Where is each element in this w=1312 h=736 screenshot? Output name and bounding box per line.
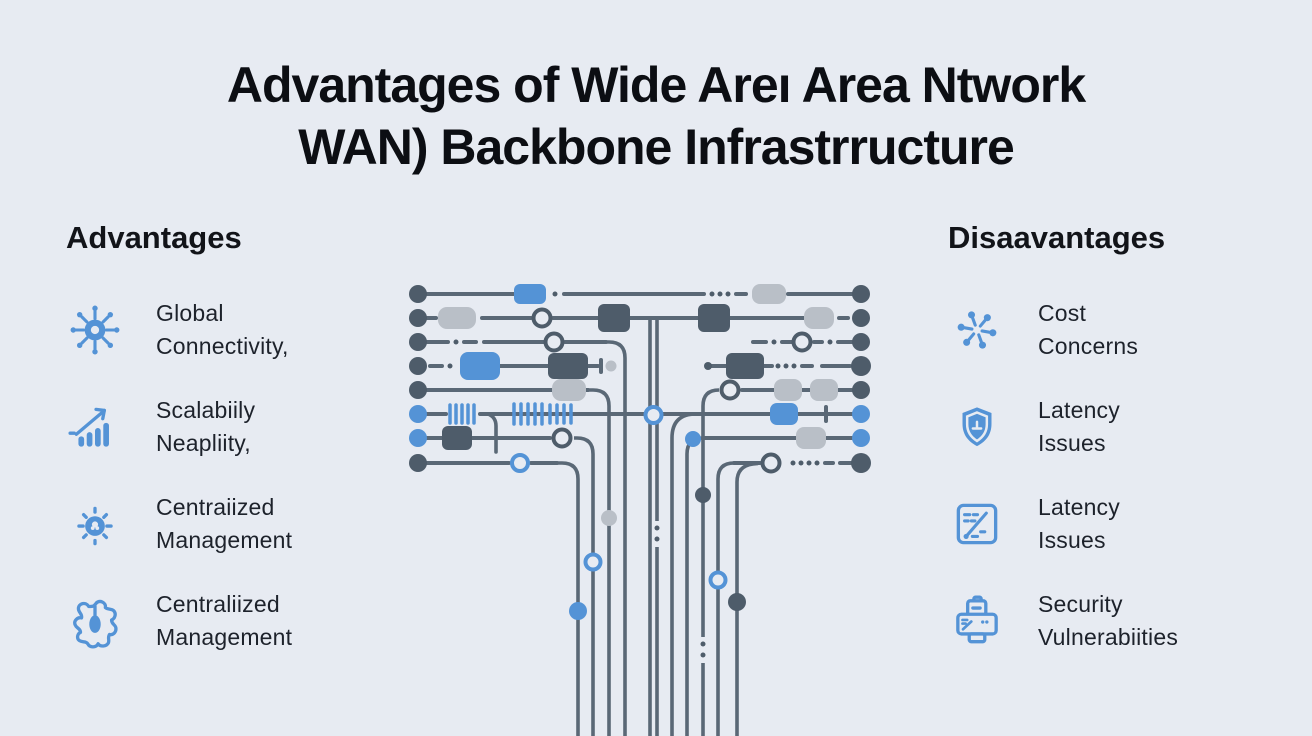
item-line: Management <box>156 526 293 553</box>
network-hub-icon <box>66 301 124 359</box>
item-line: Centraiized <box>156 494 275 520</box>
item-line: Issues <box>1038 429 1106 456</box>
puzzle-icon <box>66 592 124 650</box>
item-line: Latency <box>1038 397 1120 423</box>
advantage-item-scalability: Scalabiily Neapliity, <box>66 394 255 459</box>
shield-icon <box>948 398 1006 456</box>
disadvantage-item-label: Cost Concerns <box>1038 297 1138 362</box>
page-title: Advantages of Wide Areı Area Ntwork WAN)… <box>0 54 1312 178</box>
item-line: Security <box>1038 591 1123 617</box>
page-title-line1: Advantages of Wide Areı Area Ntwork <box>226 57 1086 113</box>
advantage-item-label: Centraliized Management <box>156 588 292 653</box>
molecule-icon <box>948 301 1006 359</box>
disadvantage-item-latency-issues-2: Latency Issues <box>948 491 1120 556</box>
advantage-item-label: Scalabiily Neapliity, <box>156 394 255 459</box>
disadvantage-item-label: Latency Issues <box>1038 491 1120 556</box>
disadvantage-item-cost-concerns: Cost Concerns <box>948 297 1138 362</box>
item-line: Global <box>156 300 224 326</box>
advantage-item-label: Global Connectivity, <box>156 297 289 362</box>
growth-chart-icon <box>66 398 124 456</box>
item-line: Connectivity, <box>156 332 289 359</box>
advantages-heading: Advantages <box>66 220 242 255</box>
disadvantage-item-label: Security Vulnerabiities <box>1038 588 1178 653</box>
item-line: Issues <box>1038 526 1106 553</box>
item-line: Vulnerabiities <box>1038 623 1179 650</box>
advantage-item-centralized-management-2: Centraliized Management <box>66 588 292 653</box>
lightbulb-icon <box>66 495 124 553</box>
advantage-item-label: Centraiized Management <box>156 491 292 556</box>
item-line: Scalabiily <box>156 397 256 423</box>
item-line: Cost <box>1038 300 1087 326</box>
document-check-icon <box>948 495 1006 553</box>
page-title-line2: WAN) Backbone Infrastrructure <box>298 119 1015 175</box>
wan-backbone-circuit-illustration <box>409 284 871 736</box>
disadvantage-item-latency-issues: Latency Issues <box>948 394 1120 459</box>
disadvantages-heading: Disaavantages <box>948 220 1166 255</box>
item-line: Neapliity, <box>156 429 251 456</box>
item-line: Management <box>156 623 293 650</box>
item-line: Latency <box>1038 494 1120 520</box>
disadvantage-item-security-vulnerabilities: Security Vulnerabiities <box>948 588 1178 653</box>
printer-icon <box>948 592 1006 650</box>
item-line: Centraliized <box>156 591 280 617</box>
advantage-item-global-connectivity: Global Connectivity, <box>66 297 289 362</box>
advantage-item-centralized-management: Centraiized Management <box>66 491 292 556</box>
item-line: Concerns <box>1038 332 1139 359</box>
disadvantage-item-label: Latency Issues <box>1038 394 1120 459</box>
